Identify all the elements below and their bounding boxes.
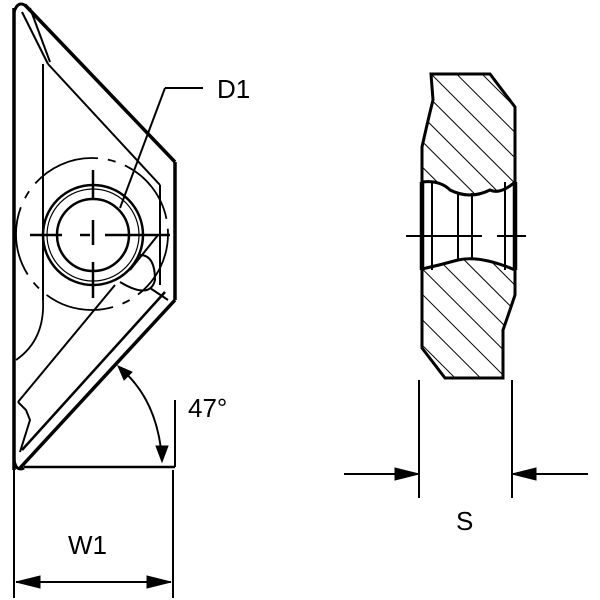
d1-label: D1 (217, 74, 251, 104)
s-dimension (344, 380, 588, 498)
w1-dimension (13, 470, 174, 598)
d1-leader (119, 87, 203, 209)
angle-label: 47° (188, 393, 228, 423)
angle-dimension (24, 365, 176, 469)
w1-label: W1 (68, 530, 107, 560)
s-label: S (456, 506, 474, 536)
insert-section-view (406, 72, 526, 380)
insert-top-view (12, 2, 177, 471)
